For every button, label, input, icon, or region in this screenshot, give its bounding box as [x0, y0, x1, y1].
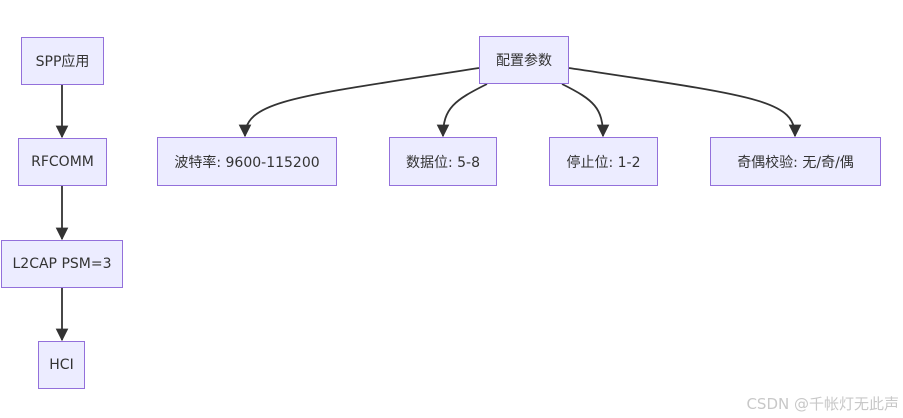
watermark: CSDN @千帐灯无此声 [746, 395, 899, 413]
node-spp-app: SPP应用 [21, 37, 104, 85]
edge-config-parity [568, 67, 802, 138]
node-config-params: 配置参数 [479, 36, 569, 84]
node-parity: 奇偶校验: 无/奇/偶 [710, 137, 881, 186]
node-l2cap: L2CAP PSM=3 [1, 240, 123, 288]
edge-config-stopbits [561, 83, 610, 138]
edge-config-databits [436, 83, 488, 138]
node-hci: HCI [38, 341, 85, 389]
node-stop-bits: 停止位: 1-2 [549, 137, 658, 186]
edge-config-baud [238, 67, 480, 138]
node-rfcomm: RFCOMM [18, 138, 107, 186]
node-data-bits: 数据位: 5-8 [389, 137, 497, 186]
node-baud-rate: 波特率: 9600-115200 [157, 137, 337, 186]
